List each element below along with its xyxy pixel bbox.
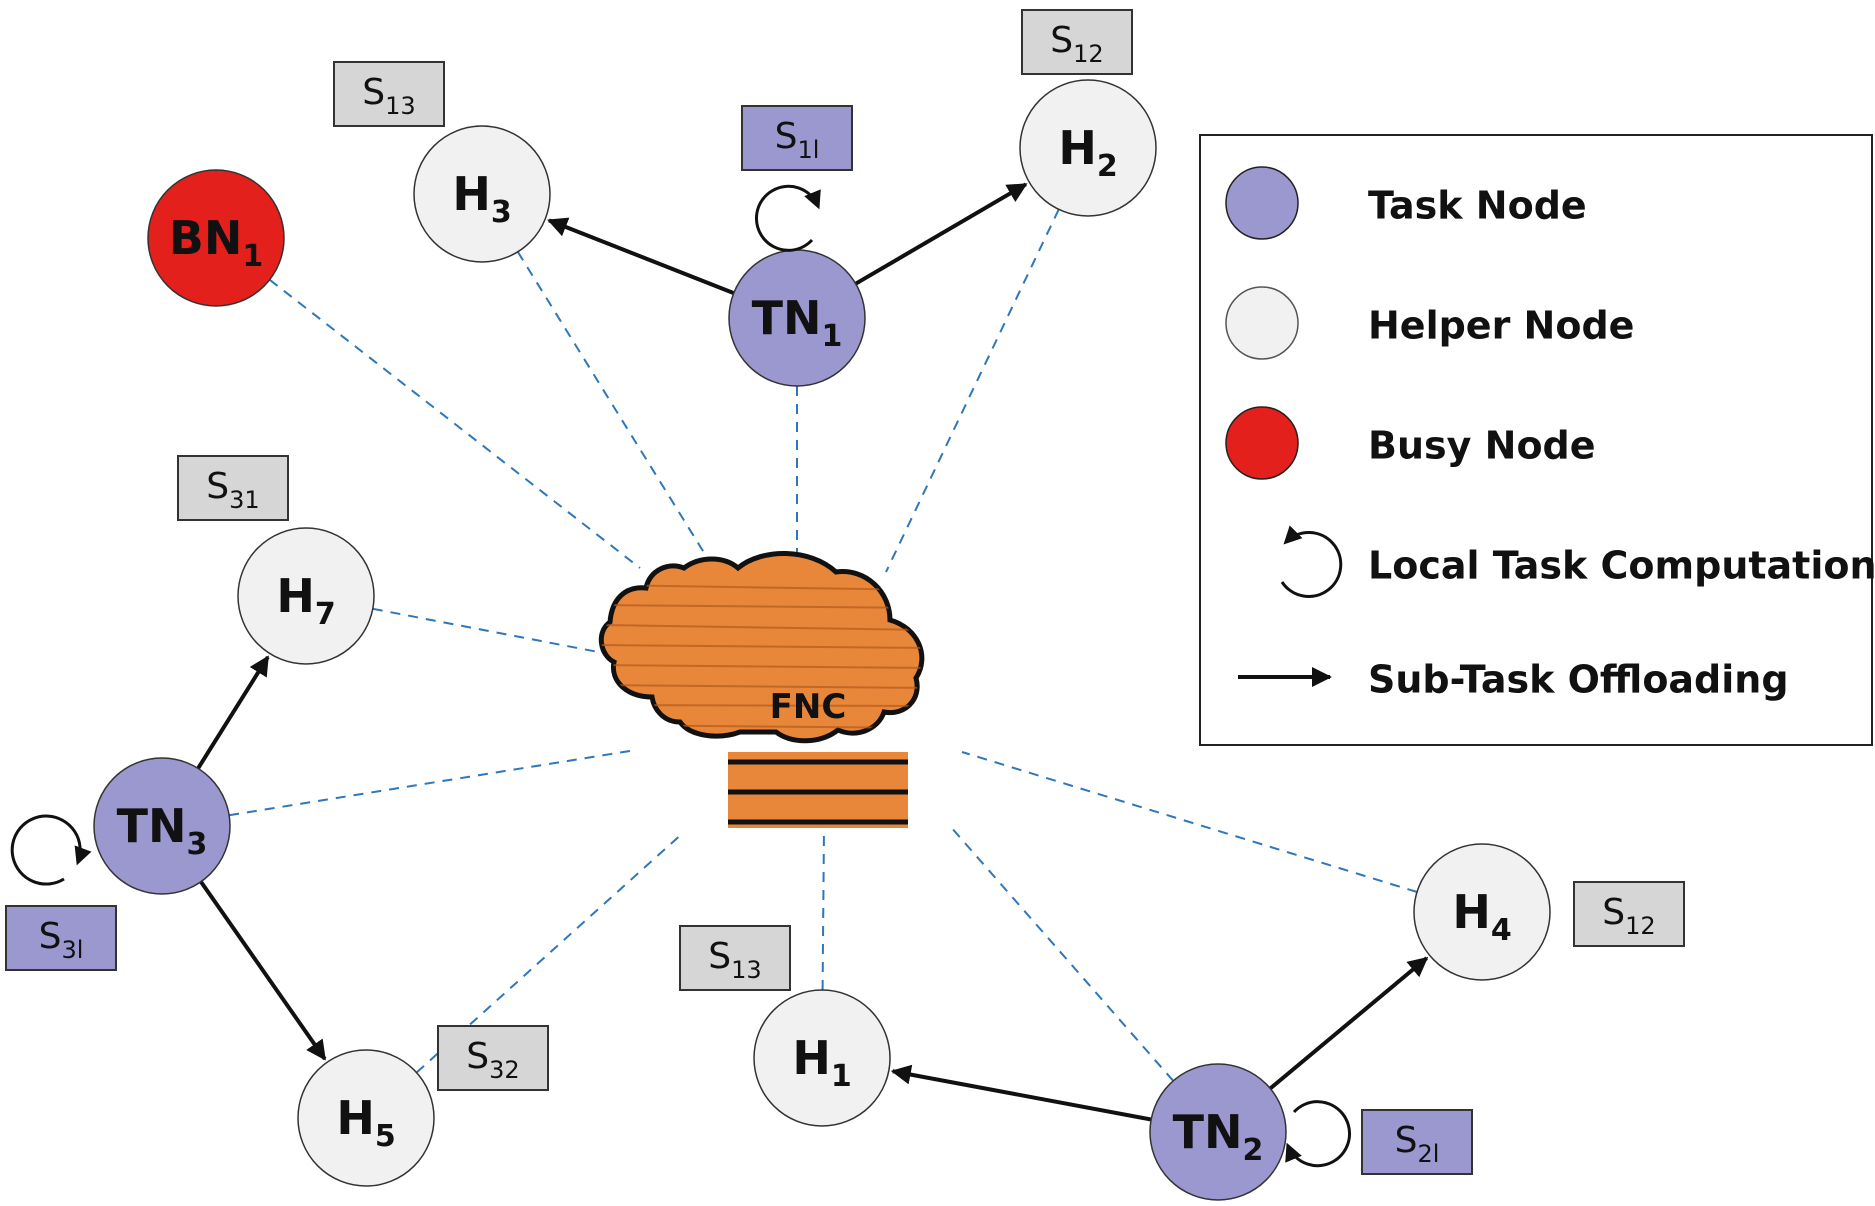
offload-arrow-tn1-h3 bbox=[547, 217, 735, 295]
legend-label-busy-node: Busy Node bbox=[1368, 424, 1596, 468]
subtask-label-s13-top: S13 bbox=[333, 61, 445, 127]
offload-arrow-tn1-h2 bbox=[854, 182, 1028, 286]
node-label-bn1: BN1 bbox=[169, 211, 263, 274]
legend-label-local-task-computation: Local Task Computation bbox=[1368, 544, 1875, 588]
node-tn1: TN1 bbox=[728, 249, 866, 387]
node-h4: H4 bbox=[1413, 843, 1551, 981]
node-h7: H7 bbox=[237, 527, 375, 665]
node-label-tn3: TN3 bbox=[117, 799, 208, 862]
node-h2: H2 bbox=[1019, 79, 1157, 217]
local-loops bbox=[10, 184, 1352, 1168]
node-tn3: TN3 bbox=[93, 757, 231, 895]
fog-link-h3 bbox=[516, 251, 717, 573]
subtask-label-s2l: S2l bbox=[1361, 1109, 1473, 1175]
legend-label-task-node: Task Node bbox=[1368, 184, 1587, 228]
svg-text:S31: S31 bbox=[206, 466, 259, 514]
node-h5: H5 bbox=[297, 1049, 435, 1187]
offload-edges bbox=[196, 182, 1429, 1122]
node-label-h5: H5 bbox=[336, 1091, 395, 1154]
node-bn1: BN1 bbox=[147, 169, 285, 307]
node-label-tn2: TN2 bbox=[1173, 1105, 1264, 1168]
node-h1: H1 bbox=[753, 989, 891, 1127]
offload-arrow-tn3-h5 bbox=[199, 880, 327, 1061]
subtask-label-s12-right: S12 bbox=[1573, 881, 1685, 947]
fog-link-tn2 bbox=[949, 825, 1174, 1082]
legend: Task Node Helper Node Busy Node Local Ta… bbox=[1199, 134, 1875, 746]
offload-arrow-tn2-h1 bbox=[890, 1064, 1152, 1122]
fog-link-tn3 bbox=[228, 749, 637, 817]
offload-arrow-tn3-h7 bbox=[196, 655, 270, 770]
local-loop-tn3 bbox=[10, 814, 92, 886]
subtask-label-s13-bottom: S13 bbox=[679, 925, 791, 991]
node-label-h2: H2 bbox=[1058, 121, 1117, 184]
svg-text:S13: S13 bbox=[708, 936, 761, 984]
svg-text:S13: S13 bbox=[362, 72, 415, 120]
svg-text:S12: S12 bbox=[1602, 892, 1655, 940]
svg-text:S3l: S3l bbox=[39, 916, 84, 964]
svg-text:S2l: S2l bbox=[1395, 1120, 1440, 1168]
fog-node-label: FNC bbox=[770, 687, 847, 727]
helper-node-swatch bbox=[1225, 286, 1299, 360]
local-loop-tn2 bbox=[1285, 1100, 1352, 1168]
node-label-h7: H7 bbox=[276, 569, 335, 632]
loop-arrow-icon bbox=[1280, 525, 1343, 598]
node-label-h3: H3 bbox=[452, 167, 511, 230]
subtask-label-s31: S31 bbox=[177, 455, 289, 521]
svg-text:S12: S12 bbox=[1050, 20, 1103, 68]
fog-link-h2 bbox=[885, 208, 1060, 573]
subtask-label-s12-top: S12 bbox=[1021, 9, 1133, 75]
fog-link-h4 bbox=[961, 751, 1418, 893]
busy-node-swatch bbox=[1225, 406, 1299, 480]
local-loop-tn1 bbox=[754, 184, 821, 252]
legend-box bbox=[1199, 134, 1873, 746]
fog-cloud-icon: FNC bbox=[598, 551, 925, 828]
subtask-label-s32: S32 bbox=[437, 1025, 549, 1091]
fog-link-h1 bbox=[821, 825, 825, 991]
node-label-h4: H4 bbox=[1452, 885, 1511, 948]
svg-text:S32: S32 bbox=[466, 1036, 519, 1084]
task-node-swatch bbox=[1225, 166, 1299, 240]
fog-link-bn1 bbox=[269, 278, 641, 569]
node-h3: H3 bbox=[413, 125, 551, 263]
subtask-label-s1l: S1l bbox=[741, 105, 853, 171]
legend-label-helper-node: Helper Node bbox=[1368, 304, 1634, 348]
fog-link-h7 bbox=[372, 607, 641, 661]
node-label-h1: H1 bbox=[792, 1031, 851, 1094]
offload-arrow-tn2-h4 bbox=[1268, 956, 1429, 1091]
legend-label-sub-task-offloading: Sub-Task Offloading bbox=[1368, 658, 1789, 702]
node-tn2: TN2 bbox=[1149, 1063, 1287, 1201]
subtask-label-s3l: S3l bbox=[5, 905, 117, 971]
svg-text:S1l: S1l bbox=[775, 116, 820, 164]
node-label-tn1: TN1 bbox=[752, 291, 843, 354]
